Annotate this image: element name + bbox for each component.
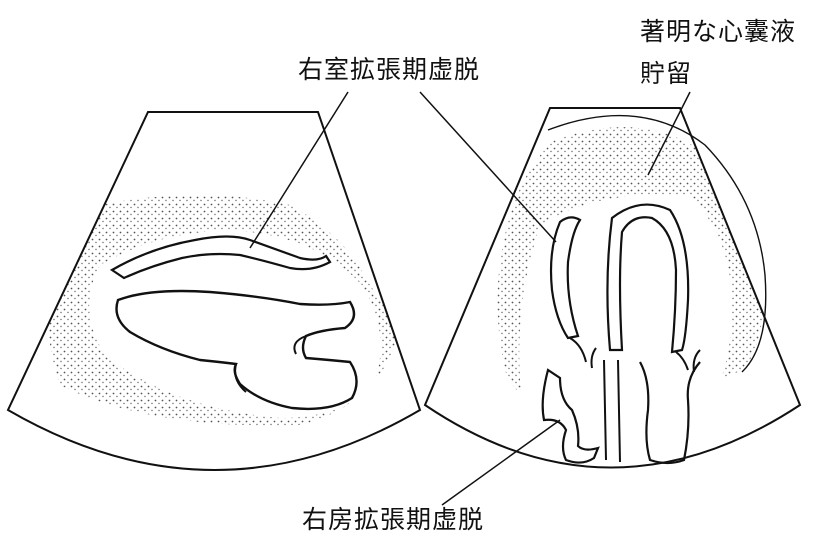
right-echo-sector <box>425 108 800 468</box>
leader-ra <box>442 420 560 505</box>
label-pericardial-effusion-line2: 貯留 <box>640 54 692 90</box>
left-echo-sector <box>8 112 420 470</box>
label-ra-diastolic-collapse: 右房拡張期虚脱 <box>302 500 484 536</box>
label-pericardial-effusion-line1: 著明な心囊液 <box>640 12 796 48</box>
right-heart-body <box>519 195 732 463</box>
label-rv-diastolic-collapse: 右室拡張期虚脱 <box>298 50 480 86</box>
